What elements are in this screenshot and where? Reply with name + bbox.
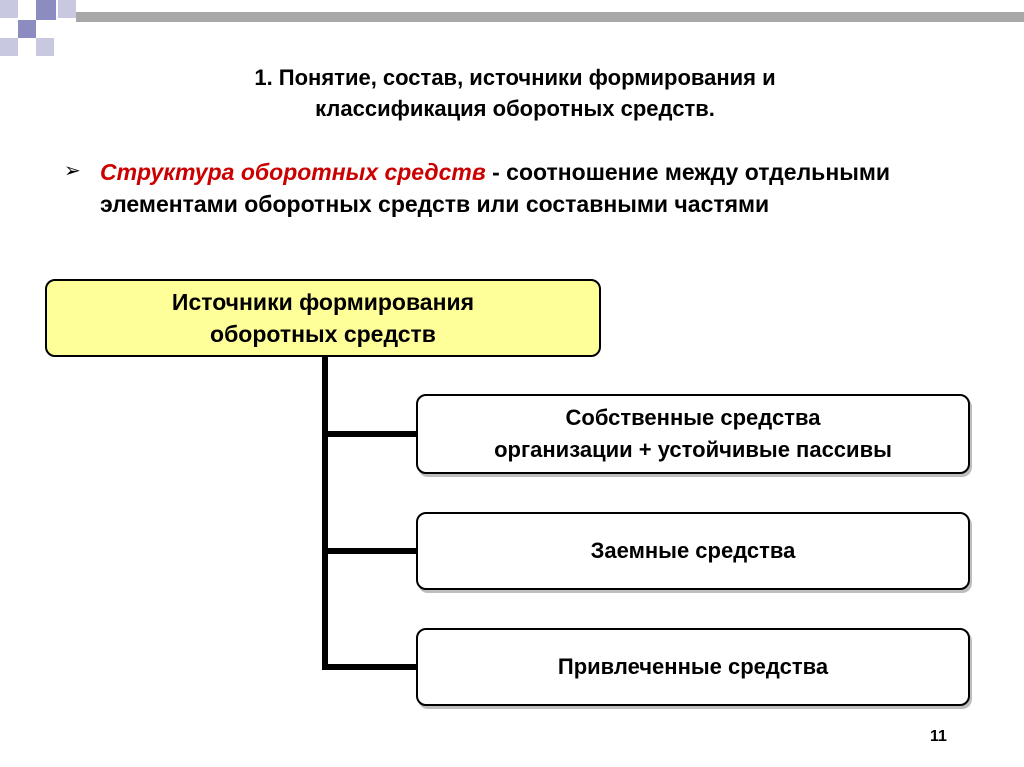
page-number: 11 [930, 728, 947, 745]
decor-square [36, 0, 56, 20]
root-line-1: Источники формирования [171, 289, 475, 315]
child-1-line-2: организации + устойчивые пассивы [494, 437, 892, 462]
decor-square [0, 0, 18, 18]
child-1-line-1: Собственные средства [565, 405, 821, 430]
child-2-line-1: Заемные средства [590, 538, 796, 563]
header-bar [76, 12, 1024, 22]
diagram-child-box-attracted-funds: Привлеченные средства [416, 628, 970, 706]
decor-square [58, 0, 76, 18]
decor-square [18, 20, 36, 38]
definition-text: Структура оборотных средств - соотношени… [100, 156, 924, 220]
diagram-root-box: Источники формирования оборотных средств [45, 279, 601, 357]
decor-square [36, 38, 54, 56]
title-line-2: классификация оборотных средств. [315, 96, 715, 121]
definition-body: - соотношение между отдельными элементам… [100, 159, 891, 217]
diagram-child-box-borrowed-funds: Заемные средства [416, 512, 970, 590]
definition-bullet: ➢ Структура оборотных средств - соотноше… [64, 156, 924, 220]
title-line-1: 1. Понятие, состав, источники формирован… [254, 65, 776, 90]
child-3-line-1: Привлеченные средства [557, 654, 829, 679]
definition-term: Структура оборотных средств [100, 159, 486, 185]
diagram-child-box-own-funds: Собственные средства организации + устой… [416, 394, 970, 474]
decor-square [0, 38, 18, 56]
root-line-2: оборотных средств [210, 321, 436, 347]
bullet-arrow-icon: ➢ [64, 160, 81, 182]
slide-title: 1. Понятие, состав, источники формирован… [120, 62, 910, 124]
